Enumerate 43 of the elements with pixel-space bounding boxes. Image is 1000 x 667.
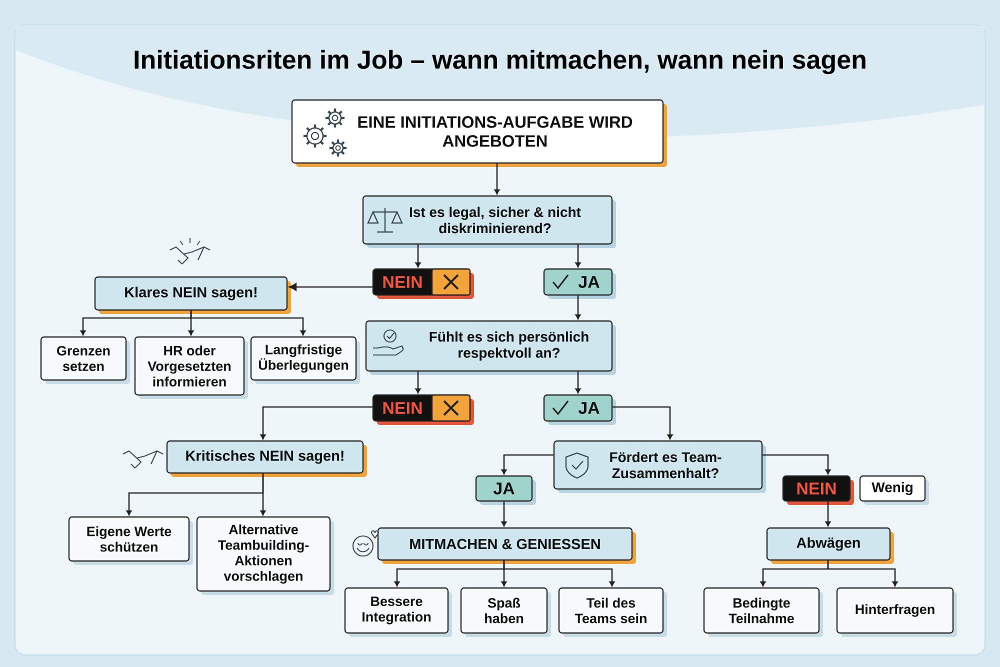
start-box: EINE INITIATIONS-AUFGABE WIRD ANGEBOTEN <box>291 99 667 167</box>
outcome-box: Grenzen setzen <box>40 336 130 384</box>
note-box: Wenig <box>859 475 930 505</box>
question-box: Ist es legal, sicher & nicht diskriminierend? <box>362 195 616 248</box>
question-box: Fühlt es sich persönlich respektvoll an? <box>365 320 616 375</box>
action-box: MITMACHEN & GENIESSEN <box>377 527 636 564</box>
arrow <box>827 560 898 586</box>
action-box: Klares NEIN sagen! <box>94 276 291 314</box>
arrow <box>415 372 421 394</box>
arrow <box>260 406 372 440</box>
arrow <box>575 372 581 394</box>
arrow <box>762 454 831 474</box>
arrow <box>190 310 306 336</box>
yes-badge: JA <box>475 475 536 505</box>
action-box: Abwägen <box>766 527 894 564</box>
arrow <box>415 244 421 268</box>
yes-badge: JA <box>543 268 616 299</box>
outcome-box: HR oder Vorgesetzten informieren <box>134 336 248 399</box>
arrow <box>260 474 266 516</box>
arrow <box>575 244 581 268</box>
arrow <box>575 296 581 320</box>
outcome-box: Hinterfragen <box>836 587 958 637</box>
outcome-box: Eigene Werte schützen <box>68 516 193 565</box>
outcome-box: Alternative Teambuilding-Aktionen vorschlagen <box>196 516 334 595</box>
outcome-box: Spaß haben <box>460 587 551 637</box>
arrow <box>494 164 500 194</box>
arrow <box>503 560 615 586</box>
arrow <box>825 502 831 526</box>
arrow <box>612 406 673 440</box>
action-box: Kritisches NEIN sagen! <box>166 440 367 477</box>
question-box: Fördert es Team-Zusammenhalt? <box>553 440 766 493</box>
arrow <box>501 502 507 526</box>
no-badge: NEIN <box>372 268 474 299</box>
no-badge: NEIN <box>372 394 474 425</box>
outcome-box: Teil des Teams sein <box>558 587 667 637</box>
outcome-box: Bedingte Teilnahme <box>703 587 824 637</box>
yes-badge: JA <box>543 394 616 425</box>
title: Initiationsriten im Job – wann mitmachen, wann nein sagen <box>134 50 866 74</box>
arrow <box>501 454 554 474</box>
outcome-box: Langfristige Überlegungen <box>250 336 360 384</box>
arrow <box>289 283 372 291</box>
no-badge: NEIN <box>782 475 854 505</box>
outcome-box: Bessere Integration <box>344 587 452 637</box>
